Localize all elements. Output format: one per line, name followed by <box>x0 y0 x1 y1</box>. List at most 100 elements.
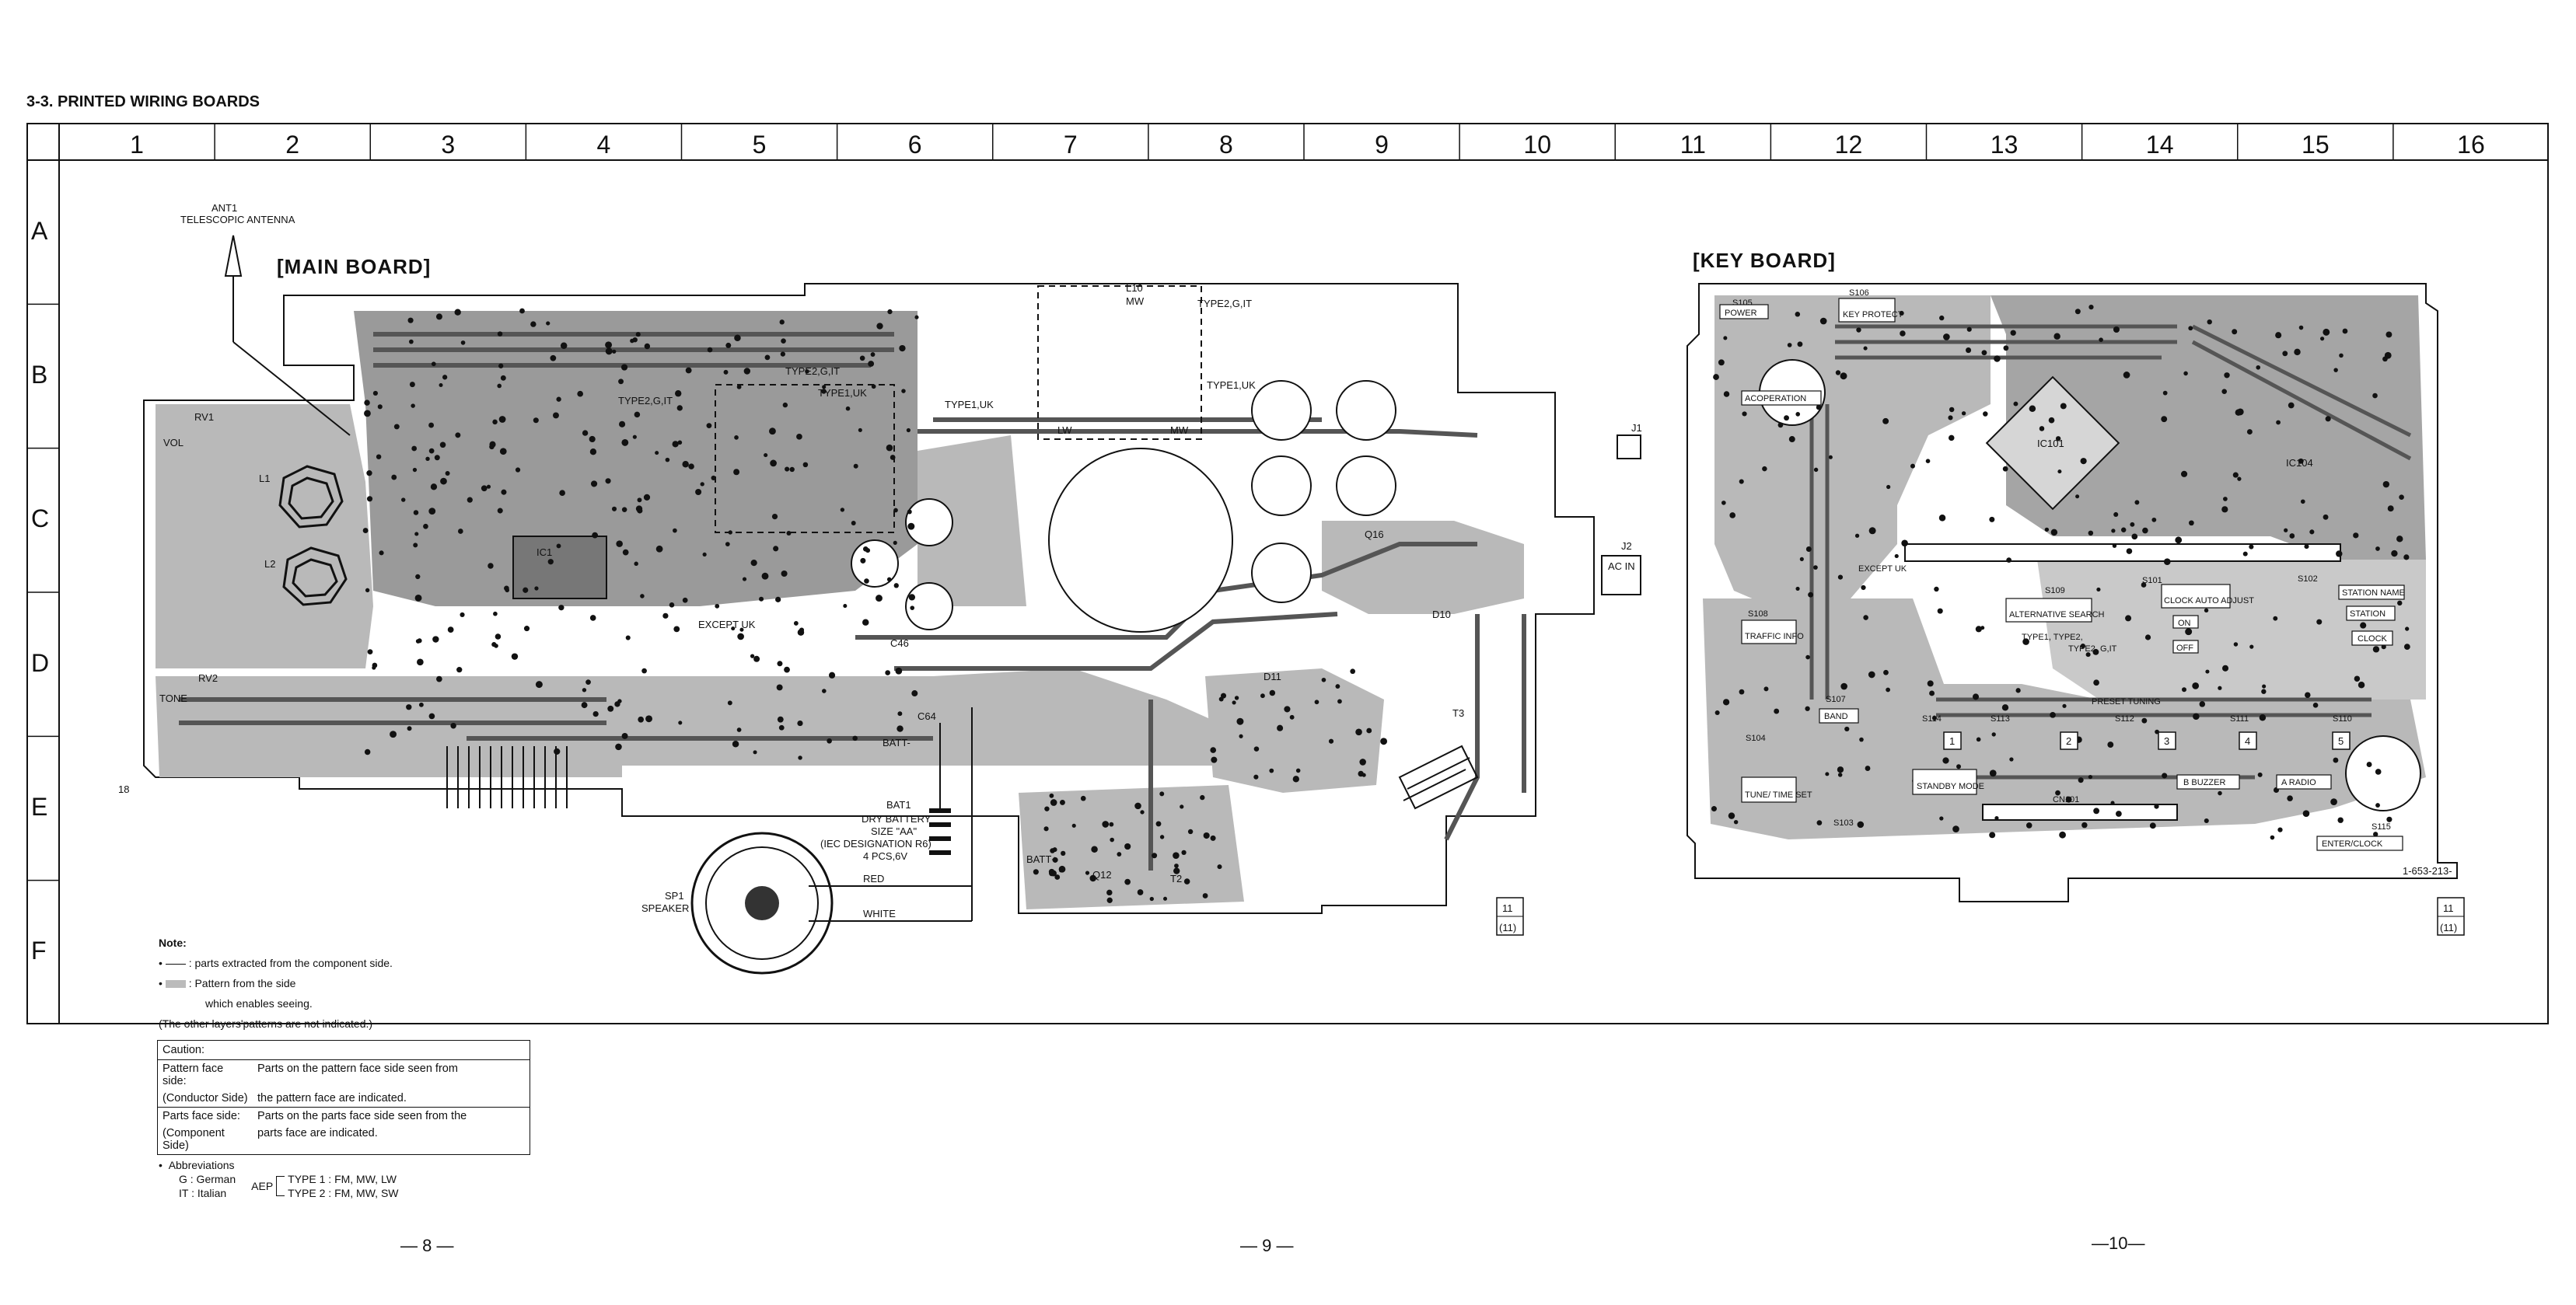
component-pad <box>1949 434 1955 441</box>
component-pad <box>625 635 631 640</box>
component-pad <box>827 738 832 744</box>
component-pad <box>2372 393 2378 399</box>
component-pad <box>1137 889 1144 895</box>
component-pad <box>2055 436 2061 441</box>
component-pad <box>715 603 720 609</box>
component-pad <box>1722 699 1730 706</box>
label-j2: J2 <box>1621 540 1632 552</box>
component-pad <box>1787 343 1792 347</box>
component-pad <box>1975 626 1982 633</box>
pattern-area <box>156 404 373 668</box>
column-label: 14 <box>2145 131 2174 159</box>
column-label: 12 <box>1834 131 1863 159</box>
component-pad <box>534 586 539 591</box>
component-pad <box>498 416 506 423</box>
component-pad <box>796 434 802 440</box>
component-pad <box>1937 608 1943 614</box>
component-pad <box>556 396 561 402</box>
component-pad <box>1929 690 1935 696</box>
component-pad <box>2130 522 2135 527</box>
preset-2: 2 <box>2066 735 2071 747</box>
abbr-aep: AEP <box>251 1180 274 1192</box>
key-board-title: [KEY BOARD] <box>1693 249 1836 272</box>
component-pad <box>2391 550 2398 557</box>
component-pad <box>1857 821 1865 829</box>
label-alternative-search: ALTERNATIVE SEARCH <box>2009 610 2105 619</box>
component-pad <box>577 390 583 397</box>
label-s114: S114 <box>1922 714 1942 724</box>
component-pad <box>1350 668 1356 675</box>
label-tone: TONE <box>159 693 187 704</box>
component-pad <box>435 313 442 320</box>
label-batt-minus: BATT- <box>883 737 911 748</box>
label-c64: C64 <box>918 710 936 722</box>
component-pad <box>366 470 372 476</box>
component-pad <box>1110 837 1114 843</box>
component-pad <box>643 494 651 501</box>
component-pad <box>632 434 637 439</box>
component-pad <box>1739 479 1744 484</box>
component-pad <box>2161 416 2168 423</box>
label-station-name: STATION NAME <box>2342 588 2405 598</box>
component-pad <box>430 483 438 490</box>
label-ic101: IC101 <box>2037 438 2064 449</box>
component-pad <box>736 728 742 732</box>
note-line-1: • : parts extracted from the component s… <box>159 957 393 969</box>
component-pad <box>1863 615 1868 620</box>
component-pad <box>589 448 597 455</box>
component-pad <box>2273 616 2278 621</box>
component-pad <box>2403 554 2410 560</box>
caution-row-1-b: Parts on the pattern face side seen from <box>257 1062 458 1075</box>
component-pad <box>1816 820 1823 825</box>
component-pad <box>731 626 736 631</box>
component-pad <box>1071 823 1076 828</box>
component-pad <box>1989 516 1995 522</box>
component-pad <box>364 400 370 406</box>
component-pad <box>497 508 503 514</box>
component-pad <box>1163 896 1168 901</box>
component-pad <box>2163 558 2171 565</box>
component-pad <box>1856 327 1861 333</box>
component-pad <box>585 679 591 685</box>
component-pad <box>439 382 443 387</box>
component-pad <box>2218 686 2222 690</box>
component-pad <box>700 482 704 487</box>
component-pad <box>589 435 596 443</box>
component-pad <box>1837 766 1844 773</box>
component-pad <box>408 339 414 344</box>
component-pad <box>411 403 415 408</box>
column-label: 15 <box>2302 131 2330 159</box>
component-pad <box>2149 822 2156 829</box>
component-pad <box>2093 679 2099 686</box>
component-pad <box>908 594 916 601</box>
component-pad <box>434 455 440 461</box>
component-pad <box>2029 405 2036 412</box>
component-pad <box>1711 806 1717 812</box>
label-q12: Q12 <box>1092 869 1112 881</box>
label-rv1: RV1 <box>194 411 214 423</box>
component-pad <box>1713 374 1719 380</box>
component-pad <box>895 667 903 675</box>
component-pad <box>678 721 683 725</box>
component-pad <box>858 427 862 432</box>
pattern-area <box>156 668 1236 777</box>
component-pad <box>523 626 530 632</box>
component-pad <box>1124 843 1131 850</box>
component-pad <box>1289 714 1295 720</box>
component-pad <box>630 338 634 344</box>
component-pad <box>675 390 682 397</box>
component-pad <box>2110 801 2115 805</box>
component-pad <box>592 532 599 539</box>
component-pad <box>530 321 537 327</box>
label-ant1: ANT1 <box>211 202 237 214</box>
label-type2git-2: TYPE2,G,IT <box>785 365 840 377</box>
column-label: 13 <box>1990 131 2019 159</box>
antenna-symbol <box>224 235 351 436</box>
component-pad <box>428 422 435 428</box>
component-pad <box>1825 772 1830 776</box>
component-pad <box>798 755 802 760</box>
component-pad <box>2050 712 2056 718</box>
component-pad <box>1733 819 1739 825</box>
component-pad <box>1723 391 1730 397</box>
